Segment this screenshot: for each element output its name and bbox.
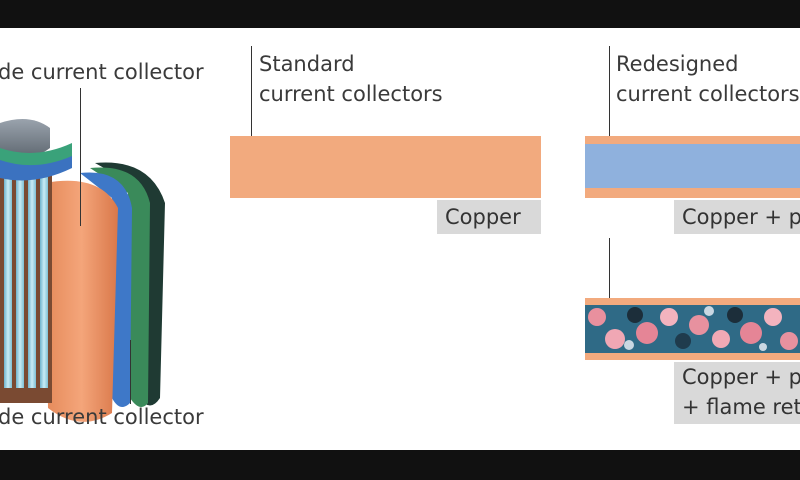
copper-polymer-flame-tag: Copper + p + flame ret	[674, 362, 800, 424]
copper-polymer-tag: Copper + p	[674, 200, 800, 234]
diagram-panel: de current collector de current collecto…	[0, 28, 800, 450]
redesigned-connector-leader	[609, 238, 610, 300]
bottom-collector-leader	[130, 340, 131, 404]
copper-polymer-flame-tag-line2: + flame ret	[682, 395, 800, 419]
polymer-core	[585, 144, 800, 188]
standard-leader	[251, 46, 252, 136]
copper-tag: Copper	[437, 200, 541, 234]
flame-retardant-texture	[585, 305, 800, 353]
top-collector-label: de current collector	[0, 60, 204, 84]
redesigned-title-line1: Redesigned	[616, 52, 739, 76]
redesigned-leader	[609, 46, 610, 138]
top-collector-leader	[80, 88, 81, 226]
bottom-collector-label: de current collector	[0, 405, 204, 429]
copper-polymer-flame-strip	[585, 298, 800, 360]
standard-title-line2: current collectors	[259, 82, 443, 106]
redesigned-title-line2: current collectors	[616, 82, 800, 106]
battery-cutaway-illustration	[0, 119, 165, 422]
copper-polymer-flame-tag-line1: Copper + p	[682, 365, 800, 389]
copper-polymer-strip	[585, 136, 800, 198]
standard-copper-strip	[230, 136, 541, 198]
standard-title-line1: Standard	[259, 52, 355, 76]
